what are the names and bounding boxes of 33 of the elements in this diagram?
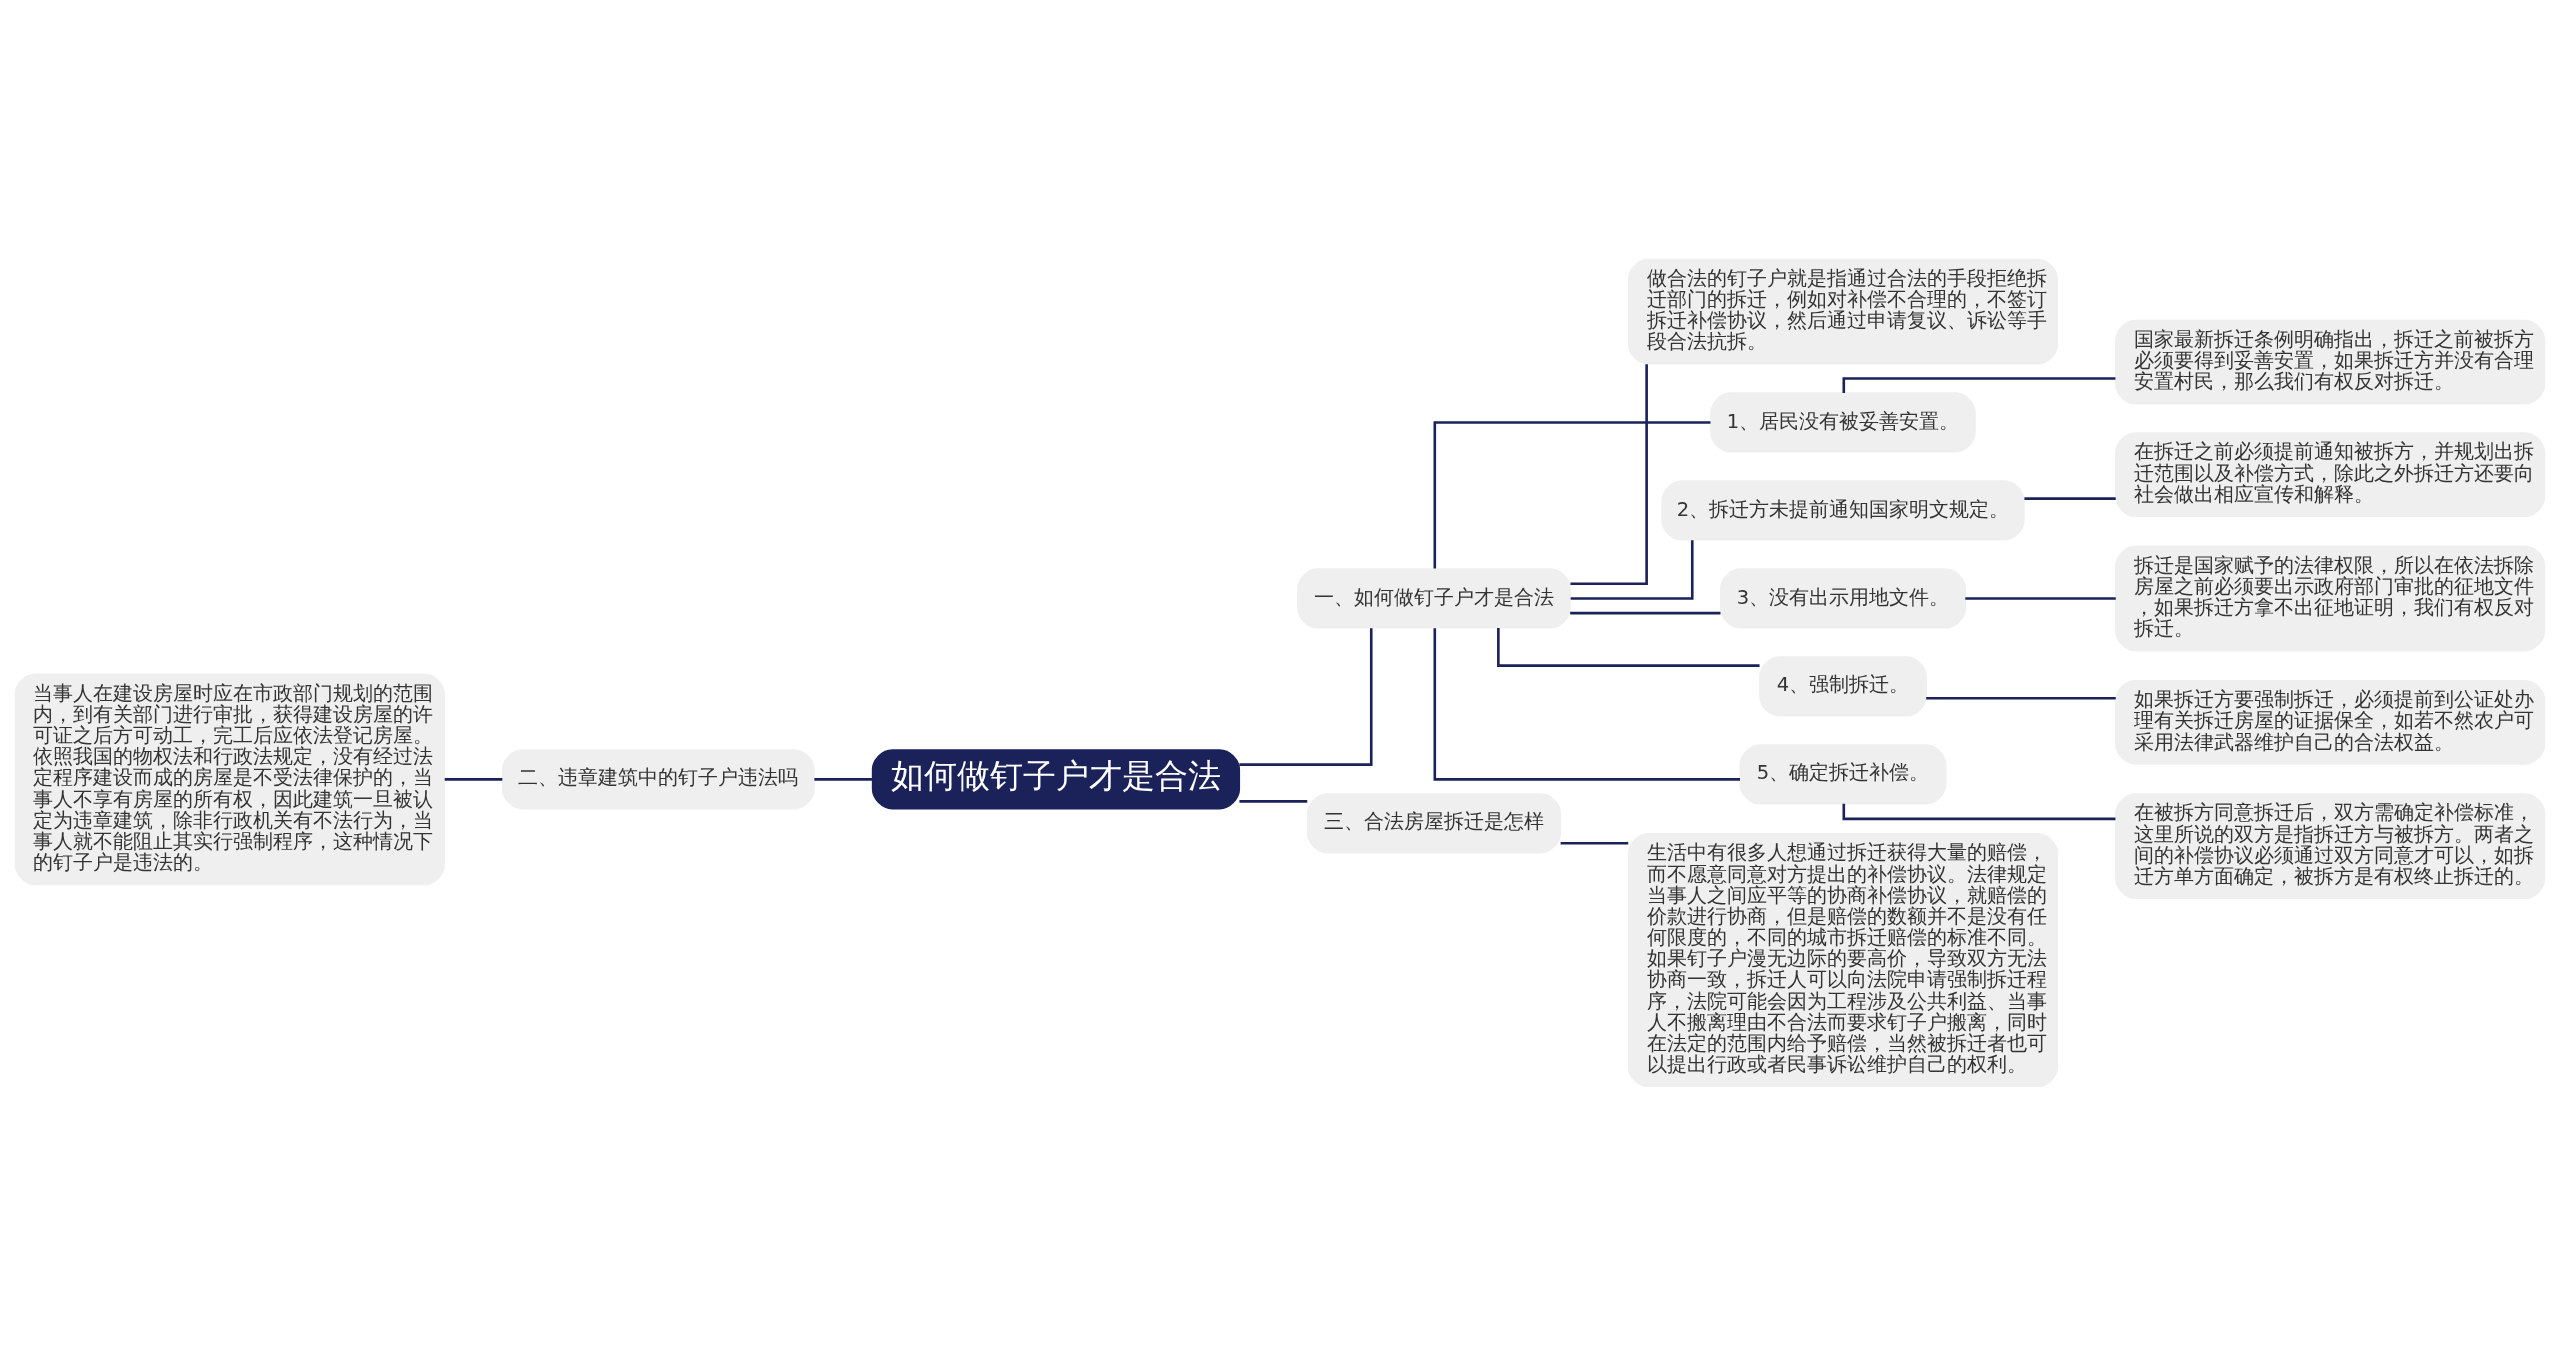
node-box: 4、强制拆迁。 xyxy=(1759,656,1927,717)
connector xyxy=(1433,421,1711,569)
node-box: 如何做钉子户才是合法 xyxy=(871,749,1241,810)
connector xyxy=(1239,628,1373,766)
connector xyxy=(1926,696,2116,700)
node-box: 一、如何做钉子户才是合法 xyxy=(1297,568,1571,629)
node-box: 3、没有出示用地文件。 xyxy=(1719,568,1966,629)
node-box: 三、合法房屋拆迁是怎样 xyxy=(1306,793,1562,854)
connector xyxy=(1497,628,1760,667)
node-box: 拆迁是国家赋予的法律权限，所以在依法拆除房屋之前必须要出示政府部门审批的征地文件，如果拆迁方拿不出征地证明，我们有权反对拆迁。 xyxy=(2115,545,2546,652)
connector xyxy=(1570,364,1648,586)
connector xyxy=(1842,377,2116,393)
node-box: 在拆迁之前必须提前通知被拆方，并规划出拆迁范围以及补偿方式，除此之外拆迁方还要向社会做出相应宣传和解释。 xyxy=(2115,432,2546,517)
connector xyxy=(1570,540,1694,600)
connector xyxy=(1570,611,1721,615)
connector xyxy=(1842,803,2116,821)
connector xyxy=(2024,497,2116,500)
connector xyxy=(444,778,503,781)
node-box: 生活中有很多人想通过拆迁获得大量的赔偿，而不愿意同意对方提出的补偿协议。法律规定当事人之间应平等的协商补偿协议，就赔偿的价款进行协商，但是赔偿的数额并不是没有任何限度的，不同的城市拆迁赔偿的标准不同。如果钉子户漫无边际的要高价，导致双方无法协商一致，拆迁人可以向法院申请强制拆迁程序，法院可能会因为工程涉及公共利益、当事人不搬离理由不合法而要求钉子户搬离，同时在法定的范围内给予赔偿，当然被拆迁者也可以提出行政或者民事诉讼维护自己的权利。 xyxy=(1627,833,2059,1088)
connector xyxy=(1239,800,1308,803)
node-box: 如果拆迁方要强制拆迁，必须提前到公证处办理有关拆迁房屋的证据保全，如若不然农户可采用法律武器维护自己的合法权益。 xyxy=(2115,679,2546,765)
connector xyxy=(1560,841,1629,845)
node-box: 当事人在建设房屋时应在市政部门规划的范围内，到有关部门进行审批，获得建设房屋的许可证之后方可动工，完工后应依法登记房屋。依照我国的物权法和行政法规定，没有经过法定程序建设而成的房屋是不受法律保护的，当事人不享有房屋的所有权，因此建筑一旦被认定为违章建筑，除非行政机关有不法行为，当事人就不能阻止其实行强制程序，这种情况下的钉子户是违法的。 xyxy=(14,673,445,886)
connector xyxy=(814,778,873,781)
connector xyxy=(1433,628,1740,781)
node-box: 1、居民没有被妥善安置。 xyxy=(1710,392,1976,453)
node-box: 2、拆迁方未提前通知国家明文规定。 xyxy=(1661,480,2025,541)
node-box: 做合法的钉子户就是指通过合法的手段拒绝拆迁部门的拆迁，例如对补偿不合理的，不签订拆迁补偿协议，然后通过申请复议、诉讼等手段合法抗拆。 xyxy=(1627,258,2059,365)
connector xyxy=(1965,597,2116,600)
node-box: 在被拆方同意拆迁后，双方需确定补偿标准，这里所说的双方是指拆迁方与被拆方。两者之间的补偿协议必须通过双方同意才可以，如拆迁方单方面确定，被拆方是有权终止拆迁的。 xyxy=(2115,793,2546,900)
node-box: 二、违章建筑中的钉子户违法吗 xyxy=(501,749,815,810)
node-box: 国家最新拆迁条例明确指出，拆迁之前被拆方必须要得到妥善安置，如果拆迁方并没有合理安置村民，那么我们有权反对拆迁。 xyxy=(2115,319,2546,405)
node-box: 5、确定拆迁补偿。 xyxy=(1739,744,1947,805)
